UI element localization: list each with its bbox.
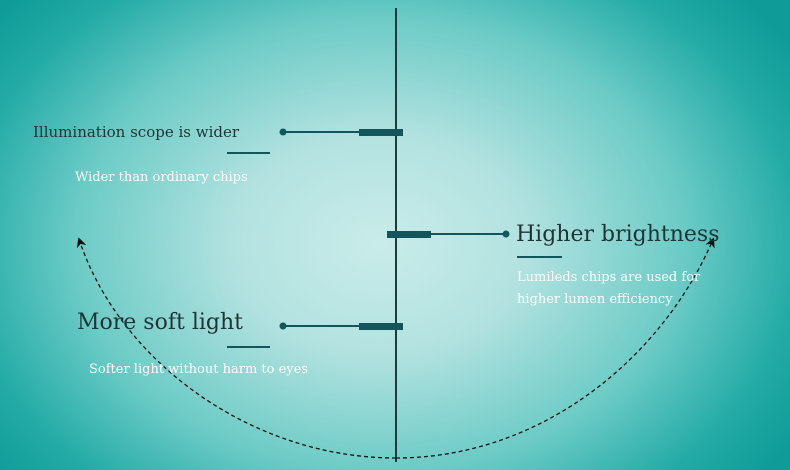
connector-scope — [279, 128, 403, 136]
feature-title-brightness: Higher brightness — [516, 222, 720, 247]
connector-bar — [359, 129, 403, 136]
feature-desc-brightness: Lumileds chips are used for higher lumen… — [517, 270, 701, 307]
dashed-arrow-right — [395, 237, 715, 459]
connector-soft-light — [279, 322, 403, 330]
dashed-arrow-left — [76, 237, 397, 459]
feature-title-scope: Illumination scope is wider — [33, 123, 240, 141]
connector-brightness — [387, 230, 510, 238]
feature-title-soft-light: More soft light — [77, 310, 243, 335]
connector-bar — [359, 323, 403, 330]
connector-dot — [502, 230, 510, 238]
connector-bar — [387, 231, 431, 238]
feature-desc-soft-light: Softer light without harm to eyes — [89, 362, 308, 377]
feature-desc-scope: Wider than ordinary chips — [75, 170, 248, 185]
